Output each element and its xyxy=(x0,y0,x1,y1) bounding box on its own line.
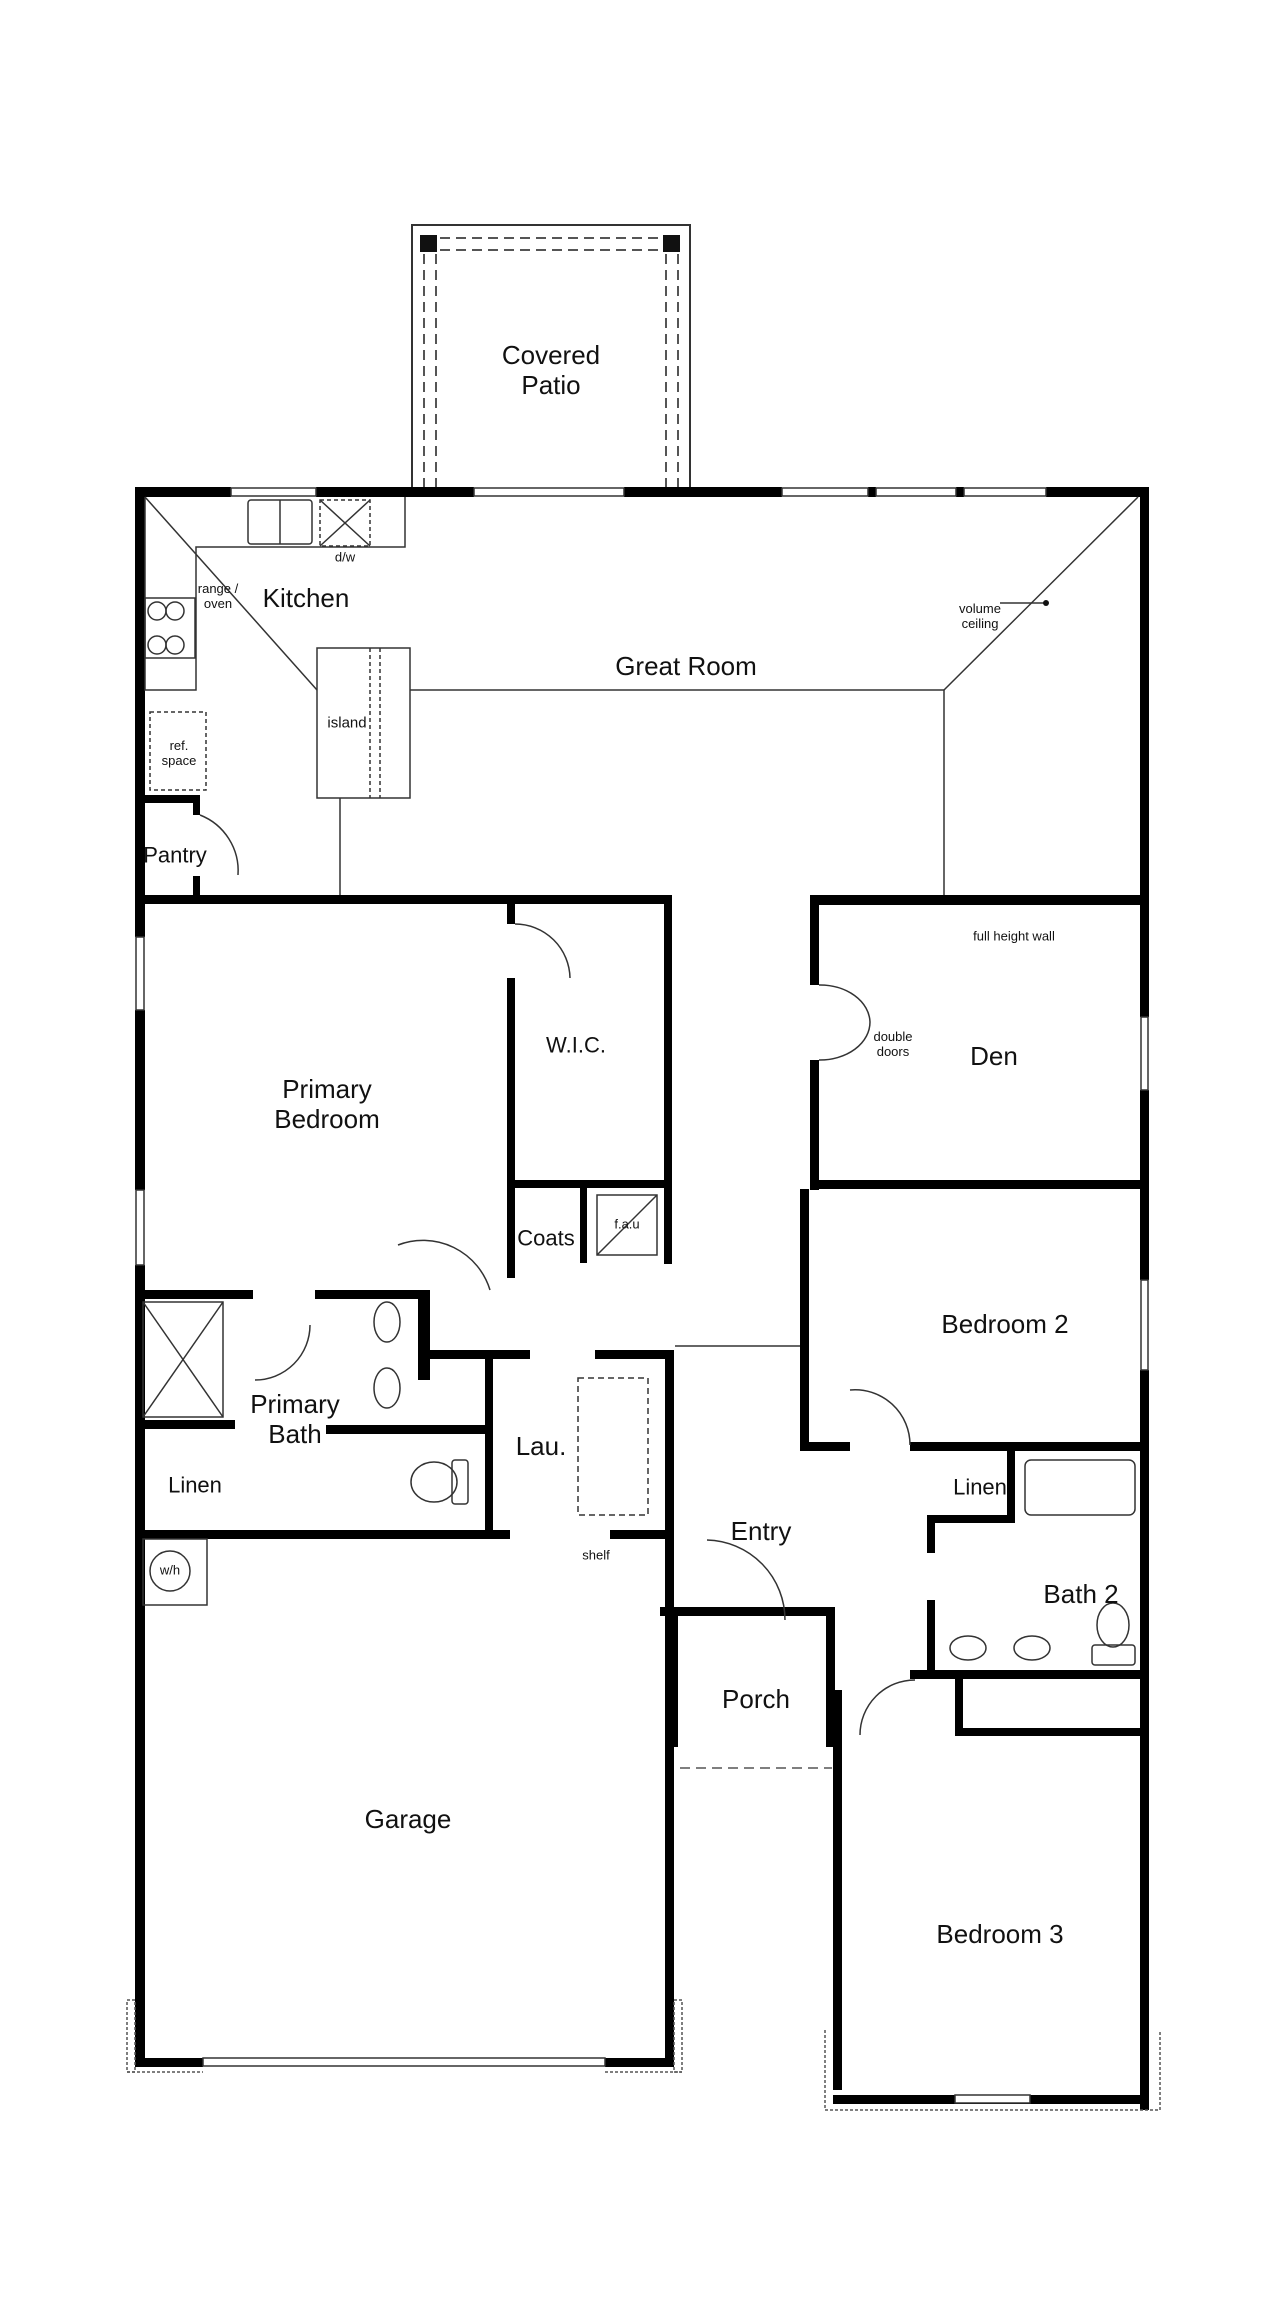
room-coats: Coats xyxy=(517,1225,575,1251)
toilet xyxy=(1096,1602,1130,1648)
patio-post-left xyxy=(420,235,437,252)
water-heater xyxy=(149,1550,191,1592)
room-great-room: Great Room xyxy=(615,651,757,682)
room-den: Den xyxy=(970,1041,1018,1072)
dishwasher xyxy=(319,499,371,547)
note-range-oven: range / oven xyxy=(197,581,239,611)
bathtub xyxy=(1024,1459,1136,1516)
note-fau: f.a.u xyxy=(614,1216,640,1232)
room-bedroom-2: Bedroom 2 xyxy=(941,1309,1069,1340)
ref-space xyxy=(149,711,207,791)
sliding-door xyxy=(473,487,625,497)
note-island: island xyxy=(327,714,367,732)
room-kitchen: Kitchen xyxy=(262,583,350,614)
island xyxy=(316,647,411,799)
window xyxy=(781,487,869,497)
note-dishwasher: d/w xyxy=(334,549,356,565)
room-primary-bath: Primary Bath xyxy=(250,1389,340,1449)
patio-post-right xyxy=(663,235,680,252)
room-pantry: Pantry xyxy=(143,842,207,868)
note-water-heater: w/h xyxy=(159,1562,181,1578)
note-full-height-wall: full height wall xyxy=(973,928,1055,944)
note-ref-space: ref. space xyxy=(161,738,197,768)
room-linen-hall: Linen xyxy=(953,1474,1007,1500)
room-garage: Garage xyxy=(364,1804,452,1835)
room-porch: Porch xyxy=(722,1684,790,1715)
shower xyxy=(142,1301,224,1418)
window xyxy=(1140,1016,1149,1091)
window xyxy=(875,487,957,497)
room-laundry: Lau. xyxy=(515,1431,567,1462)
window xyxy=(963,487,1047,497)
room-linen-primary: Linen xyxy=(168,1472,222,1498)
washer-dryer xyxy=(577,1377,649,1516)
fau xyxy=(596,1194,658,1256)
sink xyxy=(373,1367,401,1409)
note-volume-ceiling: volume ceiling xyxy=(959,601,1001,631)
room-bedroom-3: Bedroom 3 xyxy=(936,1919,1064,1950)
room-covered-patio: Covered Patio xyxy=(501,340,601,400)
room-bath-2: Bath 2 xyxy=(1043,1579,1119,1610)
sink xyxy=(373,1301,401,1343)
note-shelf: shelf xyxy=(582,1547,610,1563)
note-double-doors: double doors xyxy=(873,1029,913,1059)
toilet xyxy=(410,1461,458,1503)
window xyxy=(230,487,317,497)
window xyxy=(135,1189,145,1266)
window xyxy=(1140,1279,1149,1371)
sink xyxy=(949,1635,987,1661)
room-wic: W.I.C. xyxy=(546,1032,606,1058)
room-primary-bedroom: Primary Bedroom xyxy=(274,1074,380,1134)
sink xyxy=(1013,1635,1051,1661)
window xyxy=(954,2094,1031,2104)
room-entry: Entry xyxy=(730,1516,792,1547)
range xyxy=(144,597,196,659)
window xyxy=(135,936,145,1011)
garage-door xyxy=(202,2057,606,2067)
